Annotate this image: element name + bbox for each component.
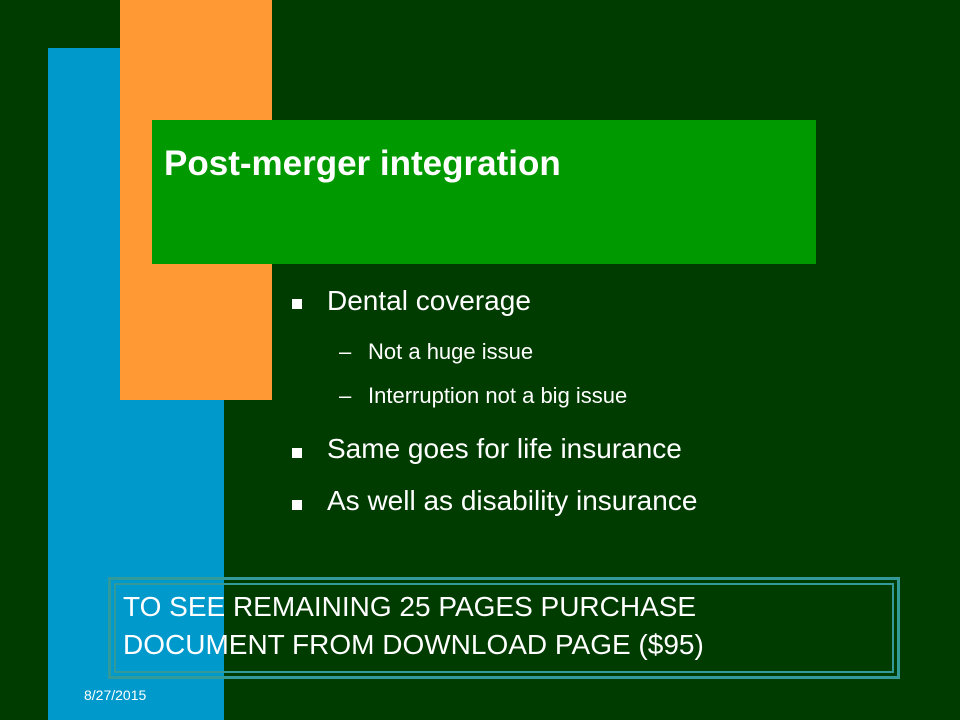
purchase-notice-box: TO SEE REMAINING 25 PAGES PURCHASE DOCUM… [108, 577, 900, 679]
dash-bullet-icon: – [339, 383, 352, 408]
notice-inner-border [114, 583, 894, 673]
bullet-item: Dental coverage [327, 285, 531, 316]
sub-bullet-item: Interruption not a big issue [368, 383, 628, 408]
title-box: Post-merger integration [152, 120, 816, 264]
bullet-item: As well as disability insurance [327, 485, 698, 516]
slide-title: Post-merger integration [164, 144, 561, 183]
purchase-notice-text: TO SEE REMAINING 25 PAGES PURCHASE DOCUM… [123, 588, 704, 664]
notice-line-1: TO SEE REMAINING 25 PAGES PURCHASE [123, 591, 697, 622]
slide-date: 8/27/2015 [84, 687, 147, 703]
dash-bullet-icon: – [339, 339, 352, 364]
bullet-item: Same goes for life insurance [327, 433, 682, 464]
notice-line-2: DOCUMENT FROM DOWNLOAD PAGE ($95) [123, 629, 704, 660]
square-bullet-icon [292, 299, 302, 309]
square-bullet-icon [292, 448, 302, 458]
sub-bullet-item: Not a huge issue [368, 339, 534, 364]
square-bullet-icon [292, 500, 302, 510]
